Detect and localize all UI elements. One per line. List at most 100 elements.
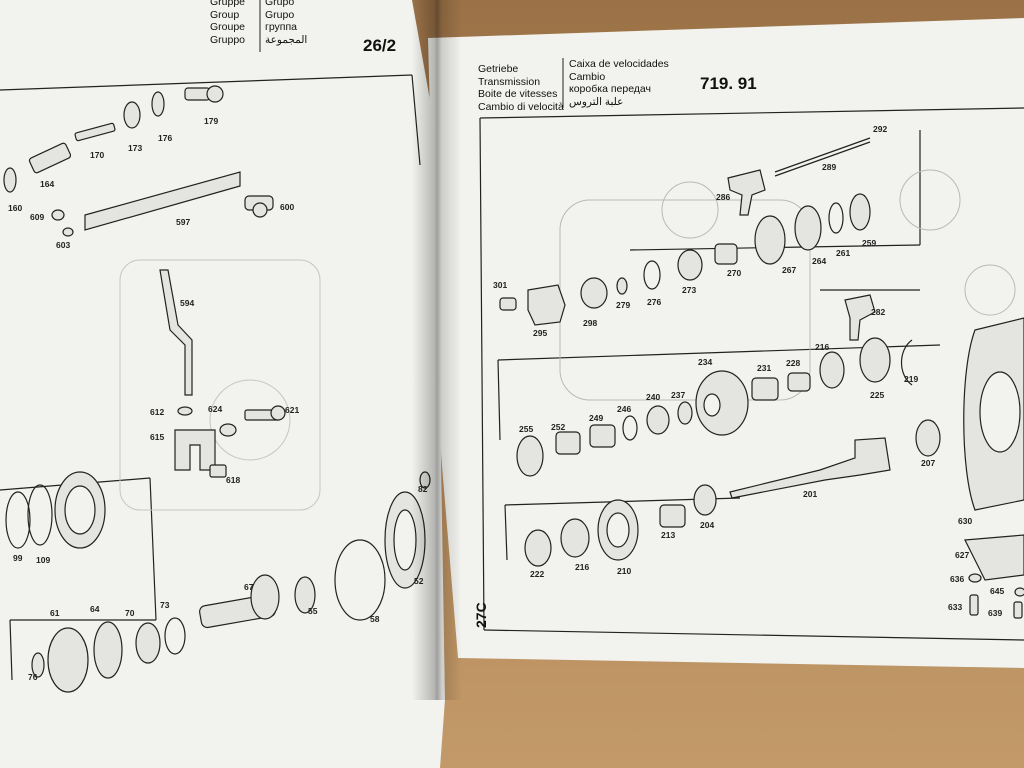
part-603 bbox=[62, 227, 74, 237]
part-295 bbox=[527, 284, 566, 326]
part-176 bbox=[151, 91, 165, 117]
header-ru: коробка передач bbox=[569, 83, 652, 96]
part-109 bbox=[27, 484, 53, 546]
part-label: 603 bbox=[56, 240, 71, 250]
part-216b bbox=[560, 518, 590, 558]
part-173 bbox=[123, 101, 141, 129]
part-label: 249 bbox=[589, 413, 604, 423]
part-234 bbox=[695, 370, 749, 436]
part-249 bbox=[589, 424, 616, 448]
part-228 bbox=[787, 372, 811, 392]
part-housing bbox=[54, 471, 106, 549]
part-201 bbox=[729, 437, 891, 499]
part-label: 630 bbox=[958, 516, 973, 526]
part-264 bbox=[794, 205, 822, 251]
part-label: 636 bbox=[950, 574, 965, 584]
part-99 bbox=[5, 491, 31, 549]
model-number: 719. 91 bbox=[700, 74, 757, 93]
part-label: 179 bbox=[204, 116, 219, 126]
part-597 bbox=[84, 171, 241, 231]
part-housing-right bbox=[963, 317, 1024, 511]
part-label: 264 bbox=[812, 256, 827, 266]
part-label: 292 bbox=[873, 124, 888, 134]
part-label: 594 bbox=[180, 298, 195, 308]
part-276 bbox=[643, 260, 661, 290]
header-pt: Caixa de velocidades bbox=[569, 58, 669, 70]
part-label: 273 bbox=[682, 285, 697, 295]
part-label: 234 bbox=[698, 357, 713, 367]
part-label: 55 bbox=[308, 606, 318, 616]
part-270 bbox=[714, 243, 738, 265]
part-label: 176 bbox=[158, 133, 173, 143]
part-label: 270 bbox=[727, 268, 742, 278]
part-label: 213 bbox=[661, 530, 676, 540]
part-600 bbox=[244, 195, 274, 218]
part-639 bbox=[1013, 601, 1023, 619]
part-label: 621 bbox=[285, 405, 300, 415]
part-label: 216 bbox=[815, 342, 830, 352]
part-label: 279 bbox=[616, 300, 631, 310]
part-633 bbox=[969, 594, 979, 616]
left-header-col1: Gruppe Group Groupe Gruppo bbox=[210, 0, 245, 46]
part-label: 289 bbox=[822, 162, 837, 172]
part-64 bbox=[93, 621, 123, 679]
header-en: Group bbox=[210, 8, 240, 21]
part-52 bbox=[384, 491, 426, 589]
header-it: Gruppo bbox=[210, 33, 246, 46]
part-label: 67 bbox=[244, 582, 254, 592]
part-273 bbox=[677, 249, 703, 281]
part-179 bbox=[184, 85, 224, 103]
part-612 bbox=[177, 406, 193, 416]
part-213 bbox=[659, 504, 686, 528]
part-label: 246 bbox=[617, 404, 632, 414]
part-82 bbox=[419, 471, 431, 489]
part-label: 64 bbox=[90, 604, 100, 614]
part-label: 612 bbox=[150, 407, 165, 417]
part-label: 282 bbox=[871, 307, 886, 317]
part-55 bbox=[294, 576, 316, 614]
part-label: 627 bbox=[955, 550, 970, 560]
part-70 bbox=[135, 622, 161, 664]
side-label: 27C bbox=[473, 602, 489, 628]
header-fr: Boite de vitesses bbox=[478, 88, 558, 101]
part-label: 295 bbox=[533, 328, 548, 338]
part-301 bbox=[499, 297, 517, 311]
part-label: 228 bbox=[786, 358, 801, 368]
header-de: Gruppe bbox=[210, 0, 246, 8]
part-289 bbox=[774, 137, 871, 177]
part-216a bbox=[819, 351, 845, 389]
part-160 bbox=[3, 167, 17, 193]
part-label: 633 bbox=[948, 602, 963, 612]
part-label: 259 bbox=[862, 238, 877, 248]
part-label: 164 bbox=[40, 179, 55, 189]
part-label: 237 bbox=[671, 390, 686, 400]
part-207 bbox=[915, 419, 941, 457]
header-ar: علبة التروس bbox=[569, 95, 624, 108]
part-636 bbox=[968, 573, 982, 583]
part-label: 609 bbox=[30, 212, 45, 222]
part-label: 76 bbox=[28, 672, 38, 682]
part-label: 231 bbox=[757, 363, 772, 373]
part-259 bbox=[849, 193, 871, 231]
part-label: 173 bbox=[128, 143, 143, 153]
part-label: 207 bbox=[921, 458, 936, 468]
header-es: Grupo bbox=[265, 8, 295, 21]
part-label: 276 bbox=[647, 297, 662, 307]
part-label: 597 bbox=[176, 217, 191, 227]
part-label: 645 bbox=[990, 586, 1005, 596]
part-222 bbox=[524, 529, 552, 567]
header-ru: группа bbox=[265, 21, 298, 34]
part-label: 82 bbox=[418, 484, 428, 494]
right-header-col1: Getriebe Transmission Boite de vitesses … bbox=[478, 63, 564, 113]
part-label: 618 bbox=[226, 475, 241, 485]
part-246 bbox=[622, 415, 638, 441]
part-label: 170 bbox=[90, 150, 105, 160]
part-label: 301 bbox=[493, 280, 508, 290]
part-267 bbox=[754, 215, 786, 265]
part-label: 61 bbox=[50, 608, 60, 618]
part-label: 639 bbox=[988, 608, 1003, 618]
part-615 bbox=[174, 429, 216, 471]
part-label: 160 bbox=[8, 203, 23, 213]
header-ar: المجموعة bbox=[265, 33, 308, 46]
